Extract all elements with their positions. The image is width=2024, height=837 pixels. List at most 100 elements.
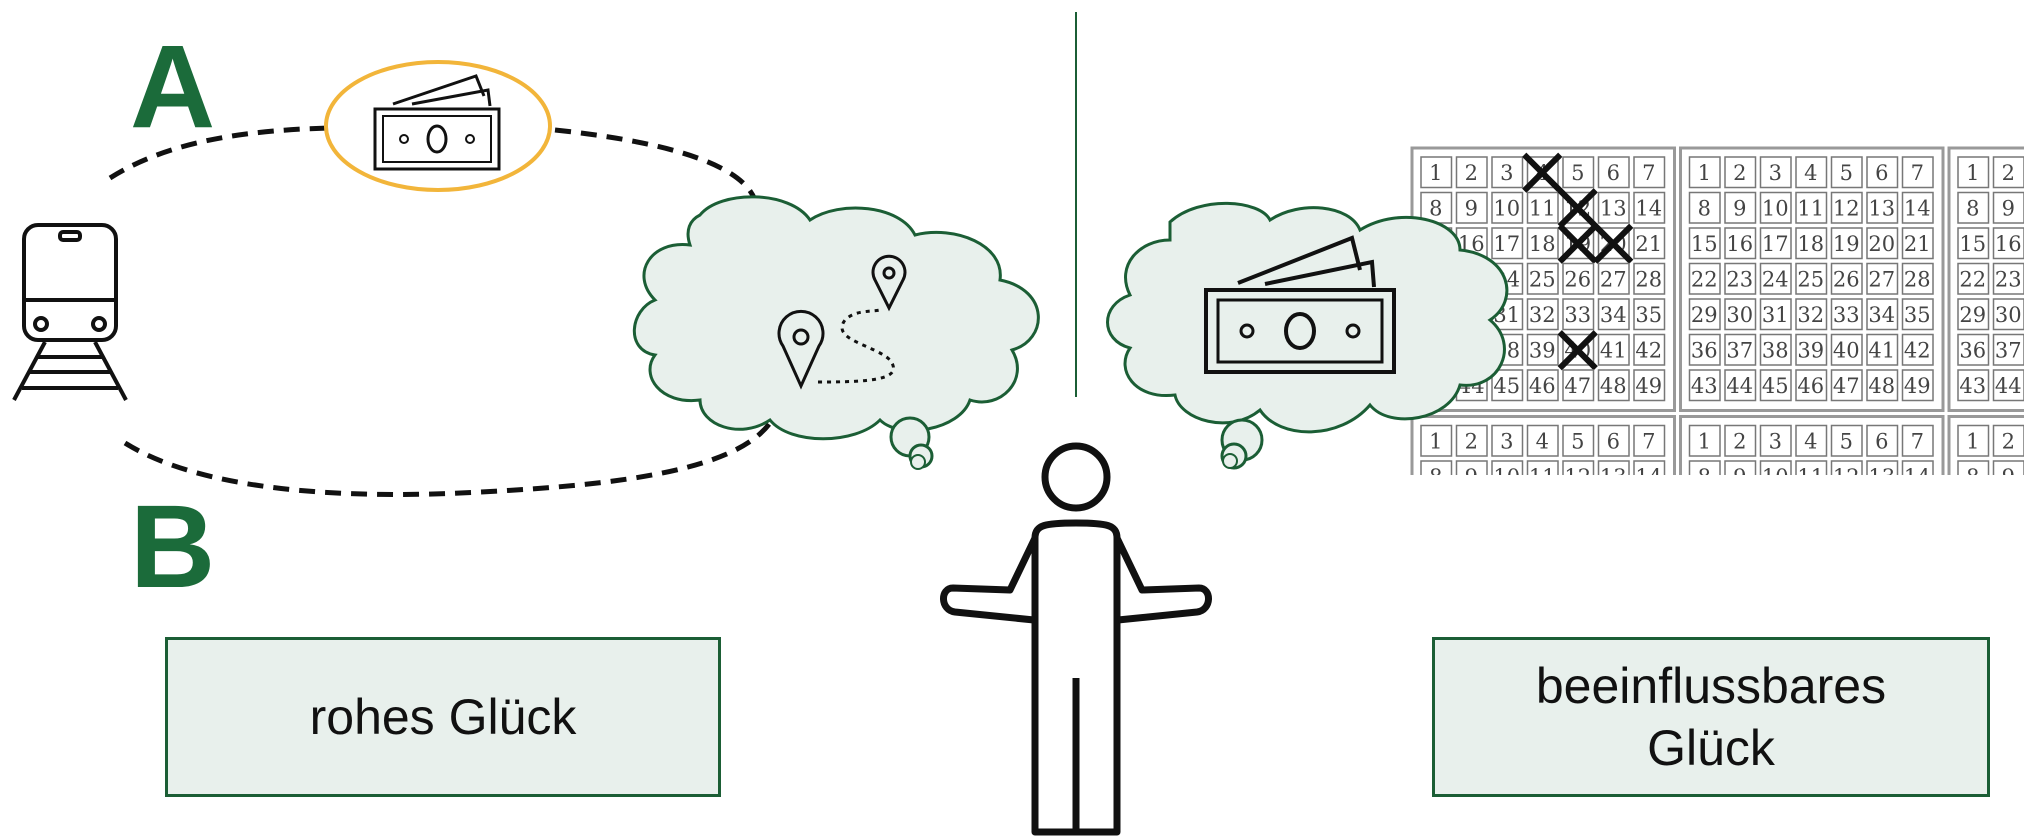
lottery-number: 21	[1904, 232, 1931, 256]
lottery-number: 45	[1493, 374, 1520, 398]
lottery-cell	[1633, 424, 1666, 457]
lottery-cell	[1830, 156, 1863, 189]
lottery-cell	[1796, 568, 1827, 599]
lottery-number: 21	[1904, 500, 1931, 524]
lottery-number: 29	[1691, 303, 1718, 327]
lottery-number: 9	[1465, 196, 1478, 220]
lottery-number: 9	[1465, 465, 1478, 489]
lottery-number: 47	[1564, 374, 1591, 398]
lottery-number: 34	[1868, 571, 1895, 595]
lottery-number: 7	[1642, 161, 1655, 185]
lottery-cell	[1903, 532, 1934, 563]
lottery-cell	[1634, 497, 1665, 528]
lottery-number: 23	[1995, 536, 2022, 560]
lottery-number: 18	[1529, 500, 1556, 524]
lottery-cell	[1759, 262, 1792, 295]
lottery-number: 34	[1600, 571, 1627, 595]
lottery-number: 6	[1607, 429, 1620, 453]
lottery-number: 6	[1607, 161, 1620, 185]
lottery-cell	[1866, 262, 1899, 295]
lottery-number: 36	[1959, 338, 1986, 362]
lottery-number: 29	[1691, 571, 1718, 595]
lottery-cell	[1633, 156, 1666, 189]
lottery-number: 8	[1429, 196, 1442, 220]
lottery-number: 4	[1804, 429, 1817, 453]
lottery-cell	[1492, 568, 1523, 599]
lottery-number: 13	[1600, 196, 1627, 220]
lottery-cell	[1830, 298, 1863, 331]
lottery-cell	[1528, 497, 1559, 528]
money-icon	[324, 60, 552, 192]
lottery-number: 23	[1458, 536, 1485, 560]
lottery-cell	[1688, 369, 1721, 402]
lottery-number: 37	[1726, 607, 1753, 631]
lottery-cell	[1633, 460, 1666, 475]
lottery-number: 3	[1500, 161, 1513, 185]
lottery-cell	[1759, 460, 1792, 475]
lottery-number: 8	[1698, 465, 1711, 489]
lottery-cell	[1759, 191, 1792, 224]
lottery-number: 7	[1911, 429, 1924, 453]
lottery-number: 20	[1868, 232, 1895, 256]
cross-mark	[1557, 223, 1598, 264]
lottery-number: 22	[1691, 267, 1718, 291]
lottery-number: 35	[1635, 571, 1662, 595]
lottery-number: 7	[1642, 429, 1655, 453]
lottery-number: 1	[1698, 429, 1711, 453]
lottery-cell	[1957, 333, 1990, 366]
lottery-number: 49	[1635, 374, 1662, 398]
lottery-number: 42	[1635, 338, 1662, 362]
lottery-number: 31	[1762, 571, 1789, 595]
lottery-number: 36	[1422, 607, 1449, 631]
lottery-cell	[1492, 532, 1523, 563]
lottery-cell	[1903, 497, 1934, 528]
lottery-cell	[1994, 603, 2024, 634]
lottery-cell	[1796, 603, 1827, 634]
lottery-number: 44	[1995, 642, 2022, 666]
lottery-number: 6	[1875, 161, 1888, 185]
lottery-number: 9	[2002, 465, 2015, 489]
lottery-cell	[1562, 156, 1595, 189]
lottery-number: 10	[1493, 465, 1520, 489]
lottery-cell	[1526, 369, 1559, 402]
lottery-number: 6	[1875, 429, 1888, 453]
lottery-cell	[1688, 262, 1721, 295]
lottery-number: 22	[1422, 536, 1449, 560]
lottery-cell	[1832, 568, 1863, 599]
lottery-cell	[1957, 191, 1990, 224]
lottery-number: 16	[1726, 500, 1753, 524]
lottery-number: 5	[1840, 429, 1853, 453]
lottery-cell	[1526, 156, 1559, 189]
lottery-cell	[1457, 497, 1488, 528]
lottery-cell	[1901, 262, 1934, 295]
lottery-number: 46	[1529, 374, 1556, 398]
lottery-cell	[1597, 424, 1630, 457]
lottery-cell	[1761, 532, 1792, 563]
lottery-number: 29	[1959, 303, 1986, 327]
lottery-number: 16	[1726, 232, 1753, 256]
person-shrug-icon	[940, 442, 1212, 836]
lottery-cell	[1866, 191, 1899, 224]
lottery-number: 14	[1635, 196, 1662, 220]
lottery-cell	[1597, 333, 1630, 366]
lottery-number: 29	[1959, 571, 1986, 595]
lottery-cell	[1725, 568, 1756, 599]
lottery-number: 33	[1833, 303, 1860, 327]
lottery-cell	[1867, 532, 1898, 563]
lottery-number: 13	[1868, 196, 1895, 220]
lottery-number: 43	[1959, 374, 1986, 398]
lottery-cell	[1957, 424, 1990, 457]
lottery-number: 42	[1904, 607, 1931, 631]
lottery-cell	[1725, 497, 1756, 528]
lottery-cell	[1759, 333, 1792, 366]
lottery-cell	[1455, 424, 1488, 457]
lottery-cell	[1759, 369, 1792, 402]
lottery-number: 27	[1868, 267, 1895, 291]
lottery-number: 26	[1833, 536, 1860, 560]
lottery-cell	[1866, 227, 1899, 260]
lottery-cell	[1688, 156, 1721, 189]
lottery-cell	[1761, 497, 1792, 528]
lottery-number: 29	[1422, 571, 1449, 595]
lottery-cell	[1724, 424, 1757, 457]
